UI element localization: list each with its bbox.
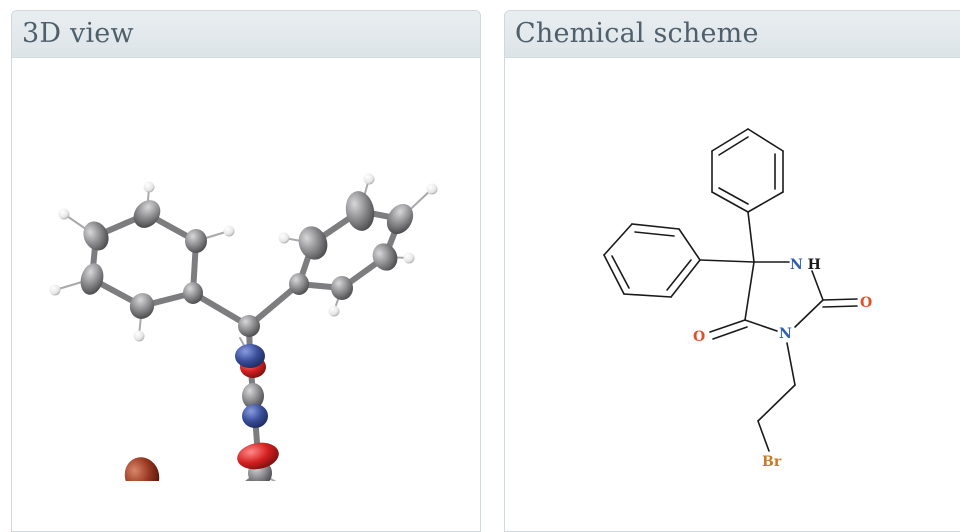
label-br: Br: [762, 454, 782, 470]
label-n: N: [779, 326, 792, 342]
panel-title-3d-view: 3D view: [12, 11, 480, 58]
heteroatoms: [124, 344, 279, 481]
scheme-bonds: [603, 128, 858, 452]
scheme-atom-labels: N H N O O Br: [693, 257, 872, 470]
molecule-3d-render[interactable]: [12, 11, 480, 481]
label-nh: N H: [790, 257, 821, 273]
hydrogen-atoms: [49, 173, 438, 342]
panel-3d-view: 3D view: [11, 10, 481, 532]
panel-title-chemical-scheme: Chemical scheme: [505, 11, 960, 58]
chemical-scheme-drawing[interactable]: N H N O O Br: [505, 11, 960, 481]
carbon-atoms: [80, 191, 414, 481]
label-o-right: O: [860, 295, 872, 311]
panel-chemical-scheme: Chemical scheme: [504, 10, 960, 532]
label-o-left: O: [693, 329, 705, 345]
